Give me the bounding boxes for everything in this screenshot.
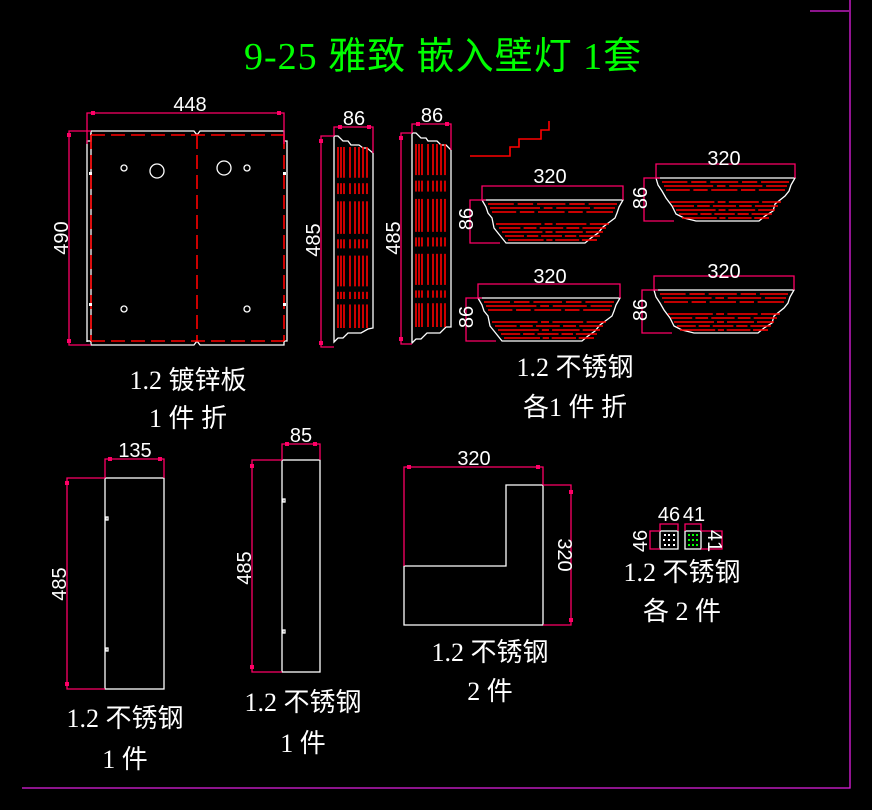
dim-height-485-a: 485: [303, 223, 325, 257]
mount-hole: [120, 305, 128, 313]
hole-dot: [663, 539, 665, 541]
horizontal-profile-4: [641, 275, 796, 334]
hole-dot: [673, 544, 675, 546]
hole-dot: [688, 539, 690, 541]
back-plate-material: 1.2 镀锌板: [129, 366, 247, 395]
horizontal-profile-1: [469, 185, 625, 244]
dim-width-320-p4: 320: [707, 261, 741, 283]
hole-dot: [664, 544, 666, 546]
dim-height-485-b: 485: [383, 221, 405, 255]
l-bracket-quantity: 2 件: [467, 677, 513, 706]
hole-dot: [673, 534, 675, 536]
dim-width-86-b: 86: [420, 105, 444, 127]
l-bracket-drawing: [403, 465, 573, 626]
back-plate-drawing: [67, 111, 288, 346]
hole-dot: [673, 539, 675, 541]
dim-height-490: 490: [51, 221, 73, 255]
dim-height-86-p2: 86: [630, 186, 652, 210]
strip-135-quantity: 1 件: [102, 745, 148, 774]
drawing-frame: [22, 0, 851, 789]
dim-width-320-bracket: 320: [457, 448, 491, 470]
mount-hole: [243, 164, 251, 172]
hole-dot: [668, 534, 670, 536]
dim-width-320-p1: 320: [533, 166, 567, 188]
mount-hole: [243, 305, 251, 313]
strip-85-drawing: [250, 442, 321, 673]
hole-dot: [668, 544, 670, 546]
dim-height-86-p3: 86: [456, 305, 478, 329]
dim-height-86-p1: 86: [456, 207, 478, 231]
dim-height-86-p4: 86: [630, 298, 652, 322]
strip-135-drawing: [65, 457, 165, 690]
side-profile-a-drawing: [319, 125, 374, 348]
dim-height-485-strip135: 485: [49, 567, 71, 601]
dim-width-320-p3: 320: [533, 266, 567, 288]
mount-hole: [120, 164, 128, 172]
small-squares-material: 1.2 不锈钢: [623, 558, 741, 587]
profiles-material: 1.2 不锈钢: [516, 353, 634, 382]
hole-dot: [696, 534, 698, 536]
hole-dot: [688, 534, 690, 536]
step-profile-line: [470, 121, 550, 157]
small-squares-quantity: 各 2 件: [642, 597, 721, 626]
l-bracket-material: 1.2 不锈钢: [431, 638, 549, 667]
hole-dot: [692, 539, 694, 541]
small-squares-drawing: [649, 523, 723, 550]
dim-width-41: 41: [682, 504, 706, 526]
strip-135-material: 1.2 不锈钢: [66, 704, 184, 733]
profiles-quantity: 各1 件 折: [522, 393, 627, 422]
dim-width-135: 135: [118, 440, 152, 462]
hole-dot: [664, 534, 666, 536]
hole-dot: [688, 544, 690, 546]
hole-dot: [696, 539, 698, 541]
strip-85-material: 1.2 不锈钢: [244, 688, 362, 717]
side-profile-b-drawing: [399, 122, 452, 345]
dim-height-46: 46: [630, 529, 652, 553]
dim-width-448: 448: [173, 94, 207, 116]
back-plate-quantity: 1 件 折: [148, 404, 227, 433]
dim-width-46: 46: [657, 504, 681, 526]
hole-dot: [692, 534, 694, 536]
dim-width-85: 85: [289, 425, 313, 447]
horizontal-profile-3: [465, 283, 622, 342]
hole-dot: [668, 539, 670, 541]
cable-hole: [149, 163, 165, 179]
dim-width-86-a: 86: [342, 108, 366, 130]
horizontal-profile-2: [643, 163, 797, 222]
dim-width-320-p2: 320: [707, 148, 741, 170]
dim-height-320-bracket: 320: [553, 538, 575, 572]
dim-height-41: 41: [703, 529, 725, 553]
cable-hole: [216, 160, 232, 176]
strip-85-quantity: 1 件: [280, 729, 326, 758]
drawing-title: 9-25 雅致 嵌入壁灯 1套: [244, 36, 643, 78]
hole-dot: [696, 544, 698, 546]
hole-dot: [692, 544, 694, 546]
dim-height-485-strip85: 485: [234, 551, 256, 585]
